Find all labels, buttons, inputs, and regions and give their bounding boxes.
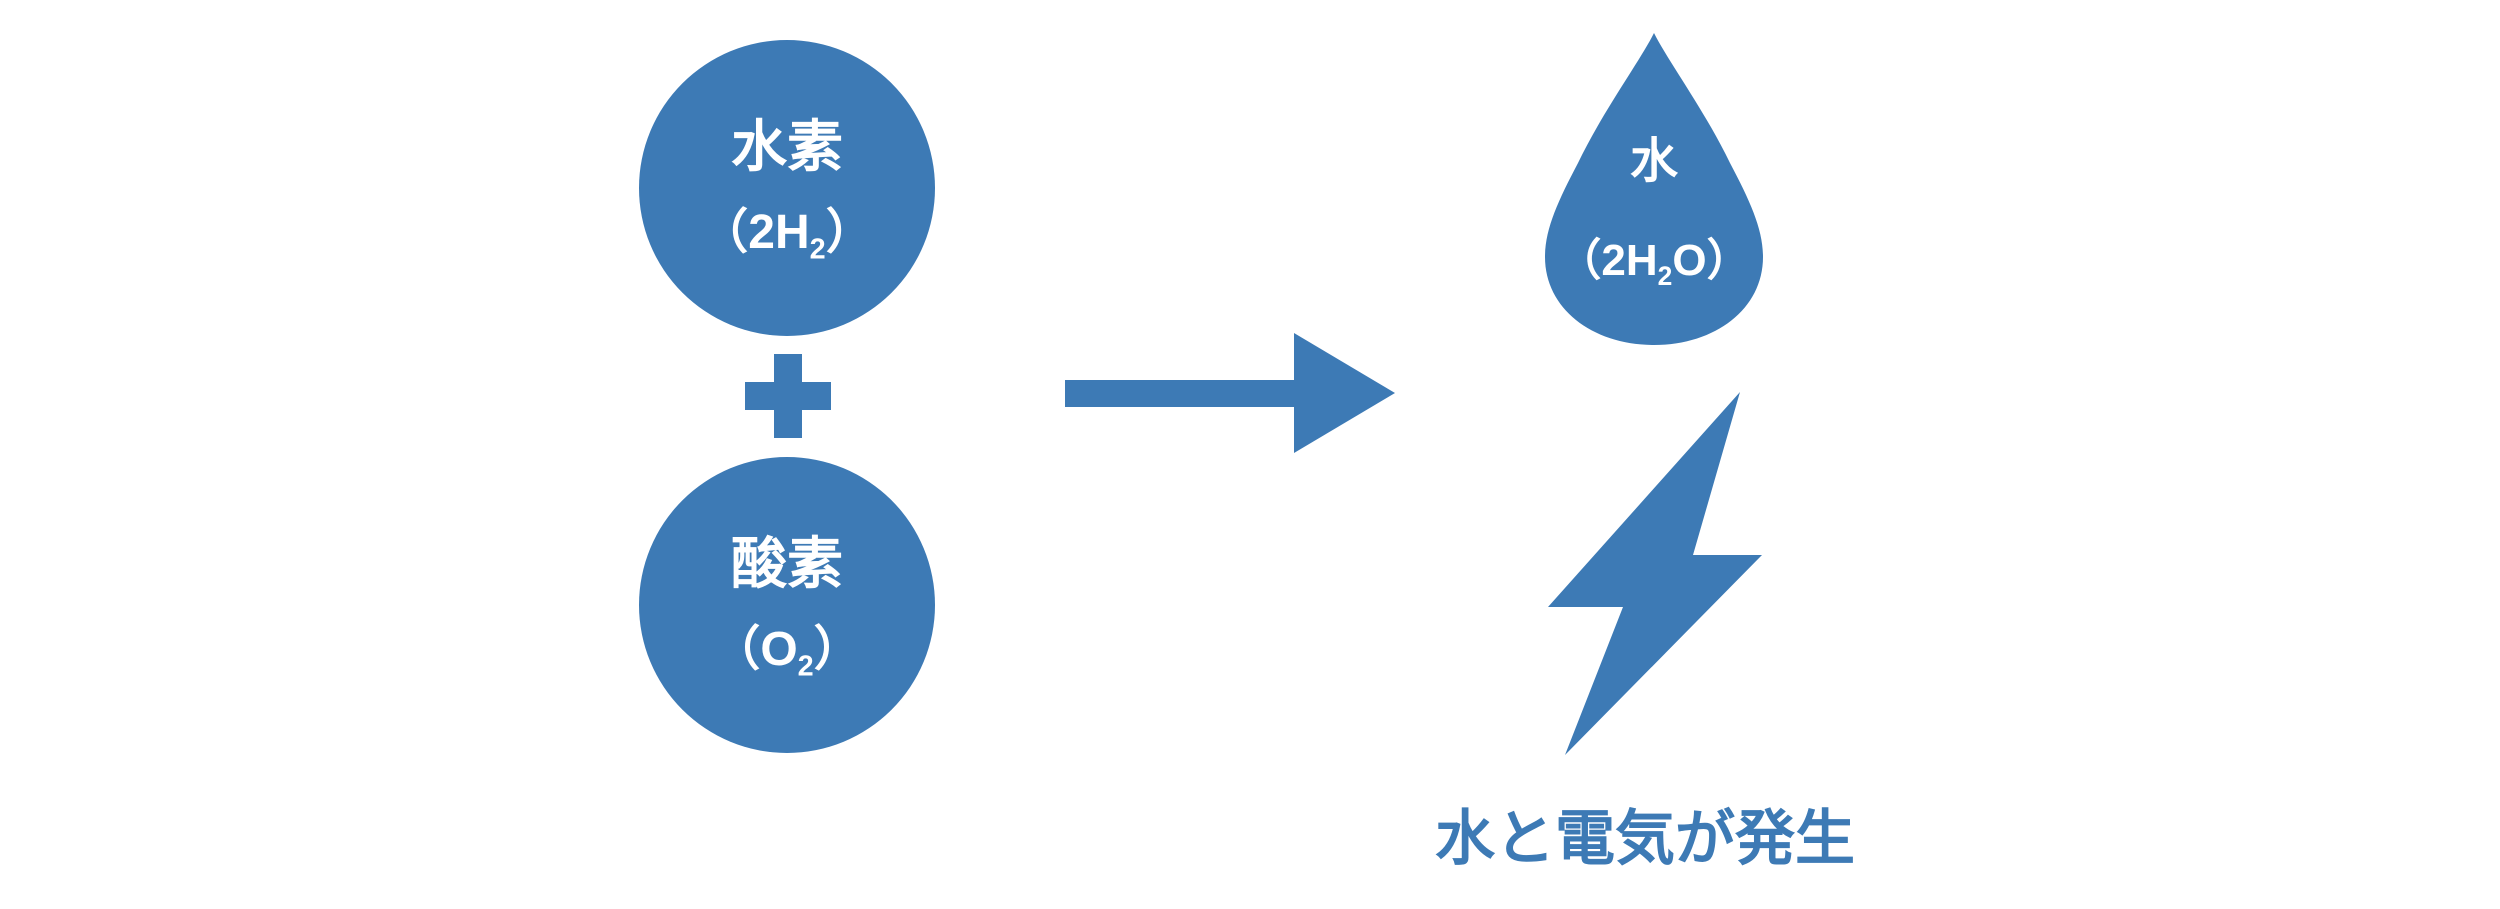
lightning-bolt-icon xyxy=(1548,390,1763,758)
oxygen-formula: （O2） xyxy=(712,623,862,681)
plus-icon xyxy=(745,354,831,438)
hydrogen-label: 水素 xyxy=(731,115,843,178)
oxygen-label: 酸素 xyxy=(731,532,843,595)
water-formula: （2H2O） xyxy=(1545,236,1763,289)
hydrogen-formula: （2H2） xyxy=(700,206,874,264)
formula-subscript: 2 xyxy=(1657,260,1673,291)
result-caption: 水と電気が発生 xyxy=(1435,805,1855,872)
formula-text: （2H xyxy=(700,206,810,259)
water-label: 水 xyxy=(1629,135,1678,188)
formula-text: （O xyxy=(712,623,798,676)
arrow-right-icon xyxy=(1065,331,1395,455)
hydrogen-circle: 水素 （2H2） xyxy=(639,40,935,336)
formula-text: ） xyxy=(813,623,862,676)
formula-text: ） xyxy=(825,206,874,259)
formula-subscript: 2 xyxy=(797,650,814,683)
water-drop-icon: 水 （2H2O） xyxy=(1545,33,1763,345)
formula-text: （2H xyxy=(1557,236,1658,285)
formula-subscript: 2 xyxy=(809,233,826,266)
oxygen-circle: 酸素 （O2） xyxy=(639,457,935,753)
formula-text: O） xyxy=(1672,236,1751,285)
